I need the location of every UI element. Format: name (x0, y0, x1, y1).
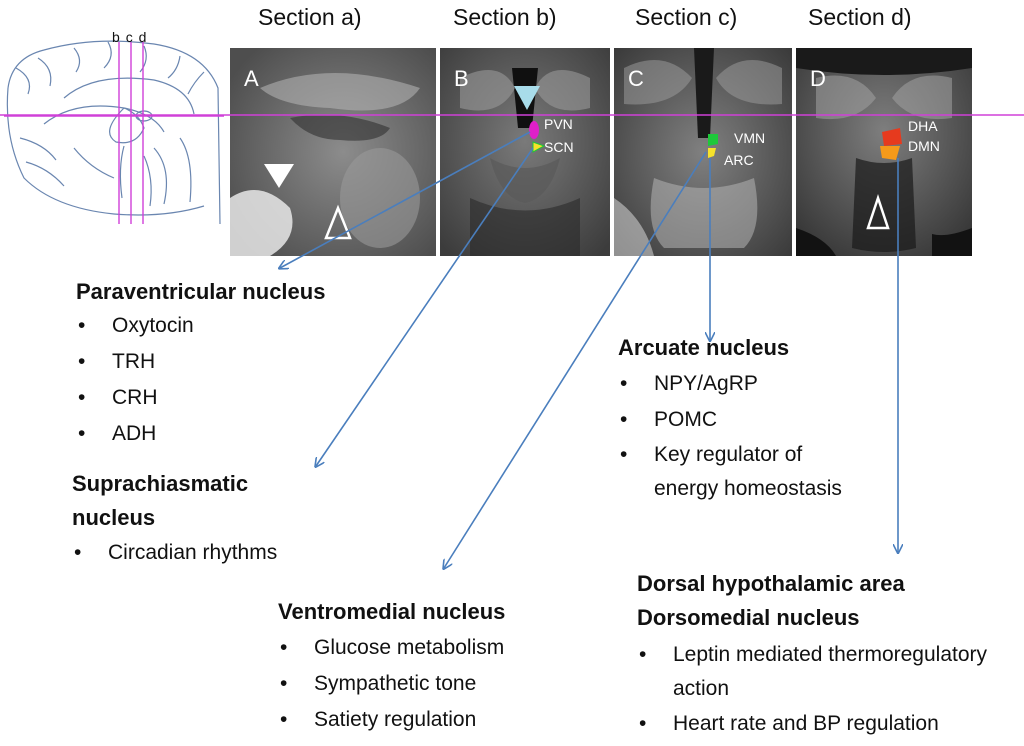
arc-title: Arcuate nucleus (618, 335, 790, 360)
list-item: NPY/AgRP (618, 366, 878, 402)
label-vmn: VMN (734, 130, 766, 146)
list-item: Heart rate and BP regulation (637, 706, 1022, 742)
vmn-list: Glucose metabolism Sympathetic tone Sati… (278, 630, 504, 738)
section-b-title: Section b) (453, 4, 557, 30)
label-arc: ARC (724, 152, 754, 168)
line-label-b: b (112, 29, 121, 45)
list-item: Circadian rhythms (72, 535, 277, 571)
list-item: TRH (76, 344, 194, 380)
scn-list: Circadian rhythms (72, 535, 277, 571)
mri-panel-a: A (230, 48, 436, 256)
list-item: CRH (76, 380, 194, 416)
list-item: Satiety regulation (278, 702, 504, 738)
vmn-title: Ventromedial nucleus (278, 599, 506, 624)
scn-title: Suprachiasmatic nucleus (72, 467, 248, 535)
pvn-list: Oxytocin TRH CRH ADH (76, 308, 194, 452)
list-item: Leptin mediated thermoregulatory action (637, 638, 1013, 706)
list-item: Sympathetic tone (278, 666, 504, 702)
panel-c-letter: C (628, 66, 644, 91)
arc-list: NPY/AgRP POMC Key regulator of energy ho… (618, 366, 878, 506)
label-dha: DHA (908, 118, 938, 134)
sagittal-brain-sketch (4, 28, 224, 225)
panel-b-letter: B (454, 66, 469, 91)
pvn-title: Paraventricular nucleus (76, 279, 326, 304)
mri-panel-c: C VMN ARC (614, 48, 792, 256)
dmn-title: Dorsal hypothalamic area Dorsomedial nuc… (637, 567, 905, 635)
mri-panel-b: B PVN SCN (440, 48, 610, 256)
section-d-title: Section d) (808, 4, 912, 30)
panel-a-letter: A (244, 66, 259, 91)
line-label-c: c (125, 29, 134, 45)
section-c-title: Section c) (635, 4, 738, 30)
label-pvn: PVN (544, 116, 573, 132)
line-label-d: d (138, 29, 148, 45)
label-dmn: DMN (908, 138, 940, 154)
sagittal-line-labels: b c d (112, 29, 147, 45)
list-item: POMC (618, 402, 878, 438)
list-item: Oxytocin (76, 308, 194, 344)
dmn-list: Leptin mediated thermoregulatory action … (637, 638, 1022, 742)
label-scn: SCN (544, 139, 574, 155)
scn-title-line-2: nucleus (72, 505, 156, 530)
panel-d-letter: D (810, 66, 826, 91)
scn-title-line-1: Suprachiasmatic (72, 471, 249, 496)
list-item: Glucose metabolism (278, 630, 504, 666)
list-item: Key regulator of energy homeostasis (618, 438, 854, 506)
mri-panel-d: D DHA DMN (796, 48, 972, 256)
section-a-title: Section a) (258, 4, 362, 30)
dmn-title-line-2: Dorsomedial nucleus (637, 605, 860, 630)
list-item: ADH (76, 416, 194, 452)
dmn-title-line-1: Dorsal hypothalamic area (637, 571, 905, 596)
